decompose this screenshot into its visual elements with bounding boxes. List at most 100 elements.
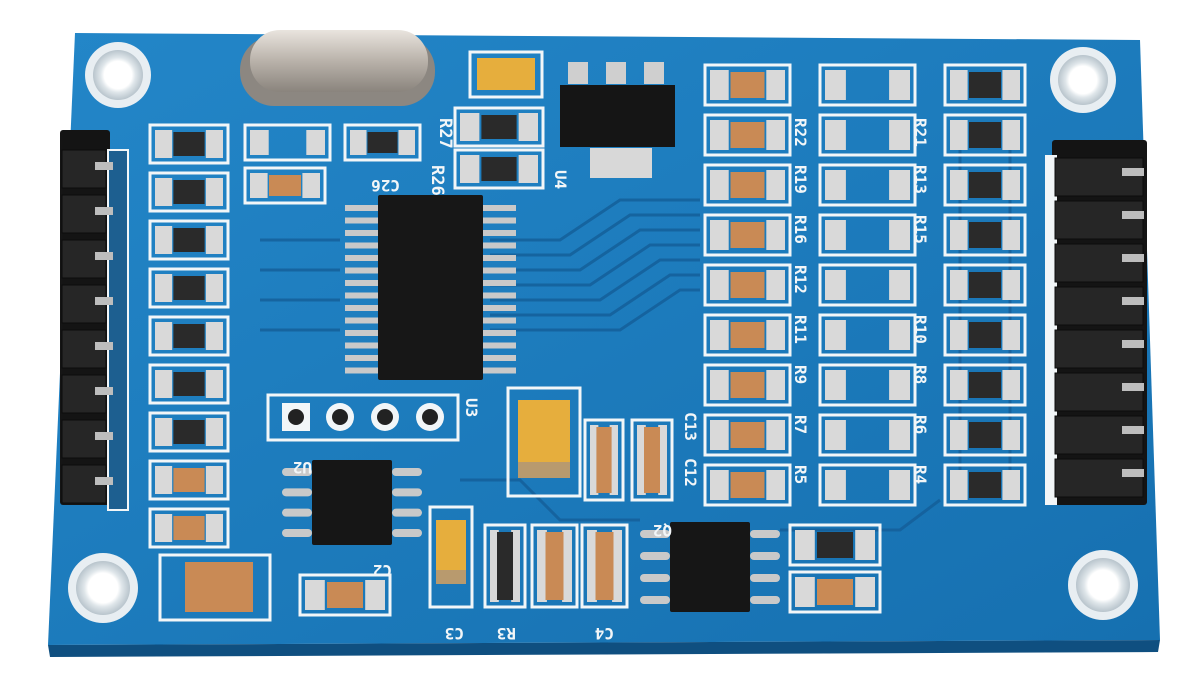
ic-pin [483, 280, 516, 286]
smd-part [943, 213, 1027, 257]
smd-part [148, 459, 230, 501]
ic-pin [483, 292, 516, 299]
smd-part [343, 123, 422, 162]
smd-pad [950, 120, 968, 150]
smd-body [730, 72, 765, 98]
smd-body [969, 422, 1001, 448]
smd-body [596, 427, 612, 493]
main-ic-ssop [378, 195, 483, 380]
smd-pad [889, 370, 910, 400]
smd-outline [818, 163, 917, 207]
smd-outline [580, 523, 629, 609]
smd-pad [460, 113, 480, 141]
label-c3: C3 [445, 624, 464, 643]
header-pin-socket [1054, 286, 1144, 326]
smd-pad [609, 425, 618, 495]
smd-pad [205, 274, 223, 302]
ic-pin [750, 530, 780, 538]
label-q2: Q2 [653, 521, 672, 540]
smd-pad [1002, 420, 1020, 450]
smd-part [703, 213, 792, 257]
smd-pad [1002, 220, 1020, 250]
smd-pad [766, 470, 785, 500]
smd-pad [795, 577, 815, 607]
smd-part [703, 313, 792, 357]
label-r19: R19 [791, 165, 810, 194]
smd-pad [710, 320, 729, 350]
smd-outline [583, 418, 625, 502]
header-pin [1122, 469, 1144, 477]
smd-body [730, 172, 765, 198]
smd-pad [889, 320, 910, 350]
smd-outline [148, 171, 230, 213]
smd-pad [825, 470, 846, 500]
smd-body [817, 579, 853, 605]
smd-pad [766, 70, 785, 100]
smd-body [173, 372, 205, 396]
smd-pad [155, 418, 173, 446]
smd-body [969, 472, 1001, 498]
header-pin-socket [1054, 200, 1144, 240]
smd-pad [889, 420, 910, 450]
smd-pad [562, 530, 572, 602]
smd-pad [250, 173, 268, 198]
label-c12: C12 [681, 458, 700, 487]
smd-body [173, 276, 205, 300]
smd-part [483, 523, 527, 609]
smd-part [298, 573, 392, 617]
label-r11: R11 [791, 315, 810, 344]
smd-pad [1002, 270, 1020, 300]
header-pin [95, 342, 113, 350]
label-r27: R27 [435, 118, 455, 149]
smd-components [148, 63, 1027, 617]
smd-pad [518, 155, 538, 183]
smd-pad [950, 270, 968, 300]
smd-pad [766, 220, 785, 250]
smd-pad [155, 274, 173, 302]
smd-pad [511, 530, 520, 602]
ic-pin [345, 292, 378, 299]
smd-pad [950, 420, 968, 450]
smd-part [943, 113, 1027, 157]
ic-pin [282, 508, 312, 517]
smd-body [644, 427, 660, 493]
header-pin [95, 387, 113, 395]
smd-part [943, 63, 1027, 107]
ic-pin [392, 468, 422, 476]
smd-part [818, 313, 917, 357]
smd-body [730, 472, 765, 498]
smd-part [818, 163, 917, 207]
ic-pin [483, 305, 516, 311]
smd-outline [943, 63, 1027, 107]
smd-part [148, 219, 230, 261]
smd-outline [818, 463, 917, 507]
smd-outline [703, 313, 792, 357]
smd-pad [766, 320, 785, 350]
smd-pad [950, 370, 968, 400]
smd-pad [950, 220, 968, 250]
smd-outline [818, 63, 917, 107]
smd-part [788, 570, 882, 614]
smd-outline [483, 523, 527, 609]
smd-outline [298, 573, 392, 617]
smd-pad [1002, 120, 1020, 150]
label-r13: R13 [911, 165, 930, 194]
ic-pin [282, 529, 312, 537]
header-pin [1122, 254, 1144, 262]
smd-pad [398, 130, 415, 155]
header-pin [1122, 340, 1144, 348]
ic-pin [483, 342, 516, 349]
ic-pin [345, 242, 378, 249]
right-header-pins [1054, 157, 1144, 498]
smd-part [583, 418, 625, 502]
smd-pad [205, 514, 223, 542]
smd-part [943, 263, 1027, 307]
smd-outline [703, 163, 792, 207]
label-u2: U2 [293, 458, 312, 477]
smd-outline [943, 463, 1027, 507]
left-header-pins [61, 149, 113, 504]
smd-outline [530, 523, 579, 609]
ic-pin [750, 596, 780, 604]
label-r12: R12 [791, 265, 810, 294]
smd-part [818, 63, 917, 107]
